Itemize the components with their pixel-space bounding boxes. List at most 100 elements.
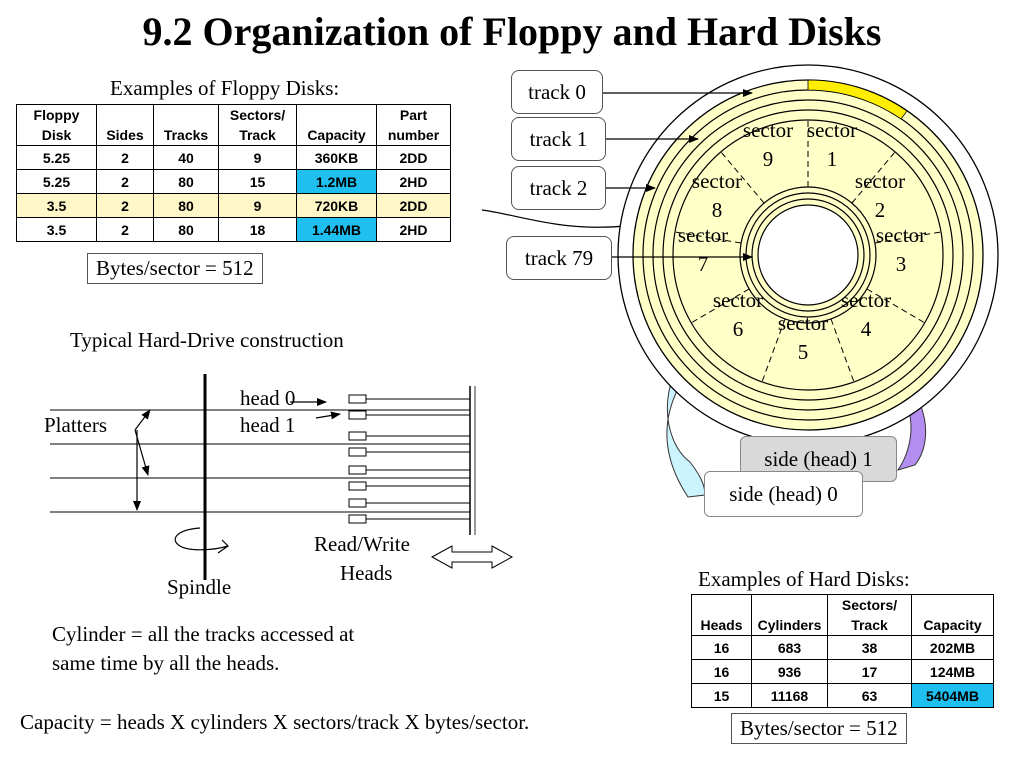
sector-divider xyxy=(674,231,742,244)
header-line: Tracks xyxy=(163,127,209,143)
sector-label-8-num: 8 xyxy=(712,198,723,222)
table-header-cell: Part number xyxy=(376,104,451,146)
header-line: Cylinders xyxy=(757,617,822,633)
table-cell: 360KB xyxy=(296,145,377,170)
table-cell: 2 xyxy=(96,169,154,194)
rw-heads-label-line2: Heads xyxy=(340,561,393,585)
table-header-cell: Sides xyxy=(96,104,154,146)
table-cell: 3.5 xyxy=(16,193,97,218)
sector-label-1-num: 1 xyxy=(827,147,838,171)
sector-label-3-word: sector xyxy=(876,223,926,247)
sector-label-5-num: 5 xyxy=(798,340,809,364)
table-cell: 1.2MB xyxy=(296,169,377,194)
table-cell: 2 xyxy=(96,193,154,218)
table-header-cell: Capacity xyxy=(296,104,377,146)
table-cell: 2HD xyxy=(376,169,451,194)
cylinder-definition-line2: same time by all the heads. xyxy=(52,651,280,675)
table-cell: 2DD xyxy=(376,193,451,218)
header-line: Capacity xyxy=(307,127,366,143)
table-cell: 15 xyxy=(691,683,752,708)
table-header-cell: Capacity xyxy=(911,594,994,636)
table-cell: 5.25 xyxy=(16,169,97,194)
header-line: Capacity xyxy=(923,617,982,633)
read-write-head xyxy=(348,431,367,441)
spindle-label: Spindle xyxy=(167,575,232,599)
table-cell: 5404MB xyxy=(911,683,994,708)
header-line: number xyxy=(387,127,440,143)
head1-label: head 1 xyxy=(240,413,296,437)
side0-label: side (head) 0 xyxy=(704,471,863,517)
sector-label-6-word: sector xyxy=(713,288,763,312)
header-line: Track xyxy=(851,617,888,633)
track0-sector-highlight xyxy=(807,79,908,120)
read-write-head xyxy=(348,410,367,420)
header-line: Sectors/ xyxy=(229,107,286,123)
table-cell: 40 xyxy=(153,145,219,170)
track2-label: track 2 xyxy=(511,166,606,210)
track-ring xyxy=(662,109,954,401)
hard-bytes-note: Bytes/sector = 512 xyxy=(731,713,907,744)
header-line: Sectors/ xyxy=(841,597,898,613)
floppy-bytes-note: Bytes/sector = 512 xyxy=(87,253,263,284)
capacity-formula: Capacity = heads X cylinders X sectors/t… xyxy=(20,710,530,734)
table-header-cell: Tracks xyxy=(153,104,219,146)
sector-label-2-num: 2 xyxy=(875,198,886,222)
track-ring xyxy=(652,99,964,411)
read-write-head xyxy=(348,498,367,508)
table-cell: 17 xyxy=(827,659,912,684)
table-cell: 16 xyxy=(691,659,752,684)
sector-label-4-num: 4 xyxy=(861,317,872,341)
table-cell: 683 xyxy=(751,635,828,660)
platters-label: Platters xyxy=(44,413,107,437)
table-to-disk-connector xyxy=(481,209,627,228)
table-cell: 1.44MB xyxy=(296,217,377,242)
head-motion-double-arrow xyxy=(430,545,514,569)
head0-label: head 0 xyxy=(240,386,296,410)
rw-heads-label-line1: Read/Write xyxy=(314,532,410,556)
table-header-cell: Sectors/Track xyxy=(218,104,297,146)
table-cell: 3.5 xyxy=(16,217,97,242)
table-cell: 11168 xyxy=(751,683,828,708)
sector-label-7-num: 7 xyxy=(698,252,709,276)
header-line: Part xyxy=(399,107,428,123)
sector-divider xyxy=(690,288,750,324)
table-cell: 63 xyxy=(827,683,912,708)
sector-label-1-word: sector xyxy=(807,118,857,142)
sector-label-9-word: sector xyxy=(743,118,793,142)
table-cell: 16 xyxy=(691,635,752,660)
track0-label: track 0 xyxy=(511,70,603,114)
table-header-cell: Cylinders xyxy=(751,594,828,636)
page-title: 9.2 Organization of Floppy and Hard Disk… xyxy=(142,9,882,54)
platter xyxy=(617,64,999,446)
construction-caption: Typical Hard-Drive construction xyxy=(70,328,344,352)
track79-label: track 79 xyxy=(506,236,612,280)
head1-arrow xyxy=(315,411,341,420)
header-line: Heads xyxy=(700,617,743,633)
cylinder-definition-line1: Cylinder = all the tracks accessed at xyxy=(52,622,355,646)
read-write-head xyxy=(348,514,367,524)
header-line: Disk xyxy=(41,127,72,143)
read-write-head xyxy=(348,394,367,404)
read-write-head xyxy=(348,481,367,491)
inner-track-ring xyxy=(757,204,859,306)
read-write-head xyxy=(348,447,367,457)
table-header-cell: Heads xyxy=(691,594,752,636)
header-line: Floppy xyxy=(33,107,80,123)
read-write-head xyxy=(348,465,367,475)
sector-divider xyxy=(866,288,926,324)
table-cell: 936 xyxy=(751,659,828,684)
spindle-rotation-arrow xyxy=(174,527,230,554)
track-ring xyxy=(672,119,944,391)
sector-label-9-num: 9 xyxy=(763,147,774,171)
sector-divider xyxy=(761,318,786,383)
header-line: Sides xyxy=(106,127,144,143)
table-cell: 80 xyxy=(153,217,219,242)
sector-label-5-word: sector xyxy=(778,311,828,335)
